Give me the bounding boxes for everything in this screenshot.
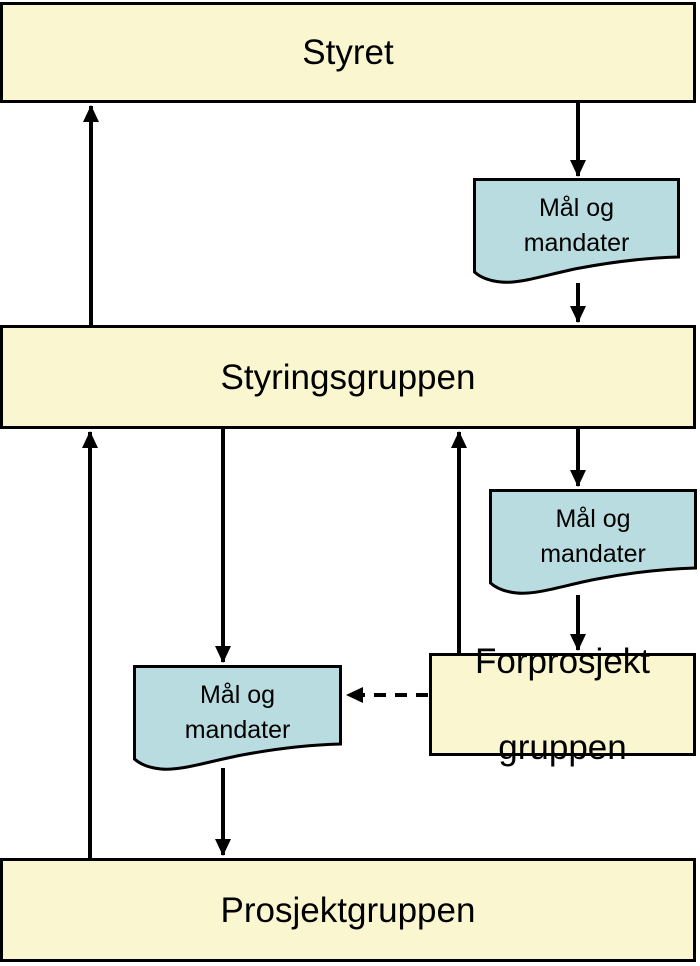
document-3-line1: Mål og xyxy=(199,680,276,709)
document-mal-og-mandater-1: Mål og mandater xyxy=(473,178,680,288)
document-shape-path xyxy=(473,178,680,284)
document-mal-og-mandater-3: Mål og mandater xyxy=(133,665,342,775)
node-prosjektgruppen: Prosjektgruppen xyxy=(0,858,696,962)
node-styret-label: Styret xyxy=(302,33,394,72)
node-prosjektgruppen-label: Prosjektgruppen xyxy=(220,890,476,930)
document-shape xyxy=(473,178,680,284)
document-1-line1: Mål og xyxy=(538,193,615,222)
node-styringsgruppen: Styringsgruppen xyxy=(0,325,696,429)
document-shape-path xyxy=(133,665,342,771)
document-3-line2: mandater xyxy=(184,715,291,744)
node-forprosjektgruppen: Forprosjekt gruppen xyxy=(429,642,696,767)
document-label: Mål og mandater xyxy=(133,665,342,760)
document-label: Mål og mandater xyxy=(473,178,680,273)
document-2-line2: mandater xyxy=(540,539,646,568)
node-forprosjektgruppen-line2: gruppen xyxy=(498,728,627,767)
document-1-line2: mandater xyxy=(523,228,630,257)
document-label: Mål og mandater xyxy=(489,489,697,584)
document-shape-path xyxy=(489,489,697,595)
document-mal-og-mandater-2: Mål og mandater xyxy=(489,489,697,599)
node-styringsgruppen-label: Styringsgruppen xyxy=(220,357,476,397)
document-shape xyxy=(489,489,697,595)
node-styret: Styret xyxy=(0,2,696,103)
document-2-line1: Mål og xyxy=(555,504,631,533)
node-forprosjektgruppen-line1: Forprosjekt xyxy=(474,642,651,681)
node-forprosjektgruppen-label: Forprosjekt gruppen xyxy=(475,640,650,769)
document-shape xyxy=(133,665,342,771)
